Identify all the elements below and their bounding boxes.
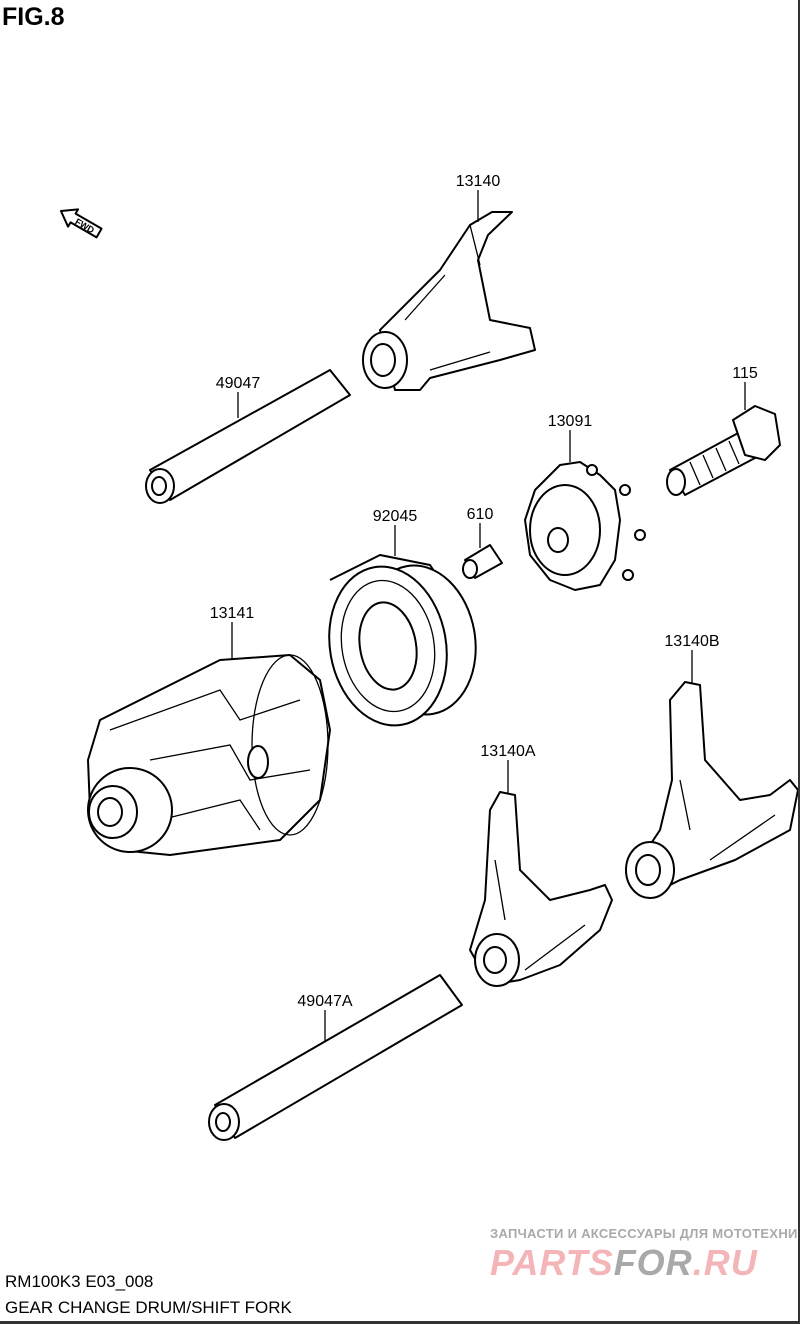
diagram-code: RM100K3 E03_008 — [5, 1272, 154, 1291]
callout-13091: 13091 — [548, 413, 593, 462]
svg-text:49047A: 49047A — [297, 993, 352, 1010]
callout-49047a: 49047A — [297, 993, 353, 1042]
svg-text:13140B: 13140B — [664, 633, 719, 650]
part-115-bolt[interactable] — [666, 405, 781, 496]
part-13141-gear-change-drum[interactable] — [87, 654, 331, 856]
callout-49047: 49047 — [216, 375, 261, 418]
bottom-border — [0, 1321, 800, 1324]
svg-text:92045: 92045 — [373, 508, 418, 525]
callout-13140b: 13140B — [664, 633, 720, 684]
svg-text:13141: 13141 — [210, 605, 255, 622]
part-13140-shift-fork[interactable] — [362, 211, 536, 391]
callout-115: 115 — [732, 365, 758, 410]
part-49047-shaft[interactable] — [145, 369, 351, 504]
svg-text:610: 610 — [467, 506, 494, 523]
part-13091-cam[interactable] — [524, 461, 646, 591]
svg-text:13140: 13140 — [456, 173, 501, 190]
watermark-logo: PARTSFOR.RU — [490, 1242, 758, 1283]
fwd-arrow-icon: FWD — [59, 208, 103, 239]
svg-text:13091: 13091 — [548, 413, 593, 430]
part-49047a-shaft[interactable] — [208, 974, 463, 1141]
diagram-title: GEAR CHANGE DRUM/SHIFT FORK — [5, 1298, 292, 1317]
callout-13140a: 13140A — [480, 743, 536, 794]
svg-text:49047: 49047 — [216, 375, 261, 392]
watermark-subtitle: ЗАПЧАСТИ И АКСЕССУАРЫ ДЛЯ МОТОТЕХНИКИ — [490, 1226, 800, 1241]
part-92045-bearing[interactable] — [317, 554, 487, 735]
part-13140a-shift-fork[interactable] — [469, 791, 613, 987]
svg-text:13140A: 13140A — [480, 743, 535, 760]
part-13140b-shift-fork[interactable] — [625, 681, 799, 899]
right-border — [798, 0, 800, 1324]
callout-610: 610 — [467, 506, 494, 548]
part-610-pin[interactable] — [462, 544, 503, 579]
svg-text:115: 115 — [732, 365, 758, 382]
figure-title: FIG.8 — [2, 3, 65, 31]
callout-13141: 13141 — [210, 605, 255, 660]
callout-13140: 13140 — [456, 173, 501, 222]
callout-92045: 92045 — [373, 508, 418, 556]
